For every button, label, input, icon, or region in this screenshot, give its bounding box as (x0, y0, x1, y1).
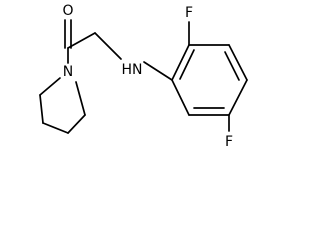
pyrrolidine-nitrogen-label: N (63, 64, 73, 80)
oxygen-label: O (62, 3, 73, 19)
bond-pyrrolidine-4 (67, 114, 86, 134)
bond-nh-ring (143, 61, 173, 81)
bond-pyrrolidine-2 (39, 94, 44, 124)
bond-benzene-3-inner (224, 51, 240, 81)
bond-pyrrolidine-3 (42, 122, 69, 134)
bond-benzene-4 (228, 79, 248, 116)
structure-diagram: O N HN F F (39, 3, 248, 150)
bond-pyrrolidine-1 (39, 77, 61, 96)
bond-benzene-1 (171, 44, 190, 81)
fluorine-bottom-label: F (225, 134, 233, 150)
bond-ch2-nh (94, 32, 122, 60)
bond-carbonyl-ch2 (67, 32, 96, 49)
amine-label: HN (122, 62, 143, 78)
fluorine-top-label: F (185, 5, 193, 21)
bond-benzene-3 (228, 44, 248, 81)
bond-benzene-1-inner (179, 49, 195, 80)
bond-pyrrolidine-5 (75, 81, 86, 116)
bond-benzene-6 (171, 79, 190, 116)
